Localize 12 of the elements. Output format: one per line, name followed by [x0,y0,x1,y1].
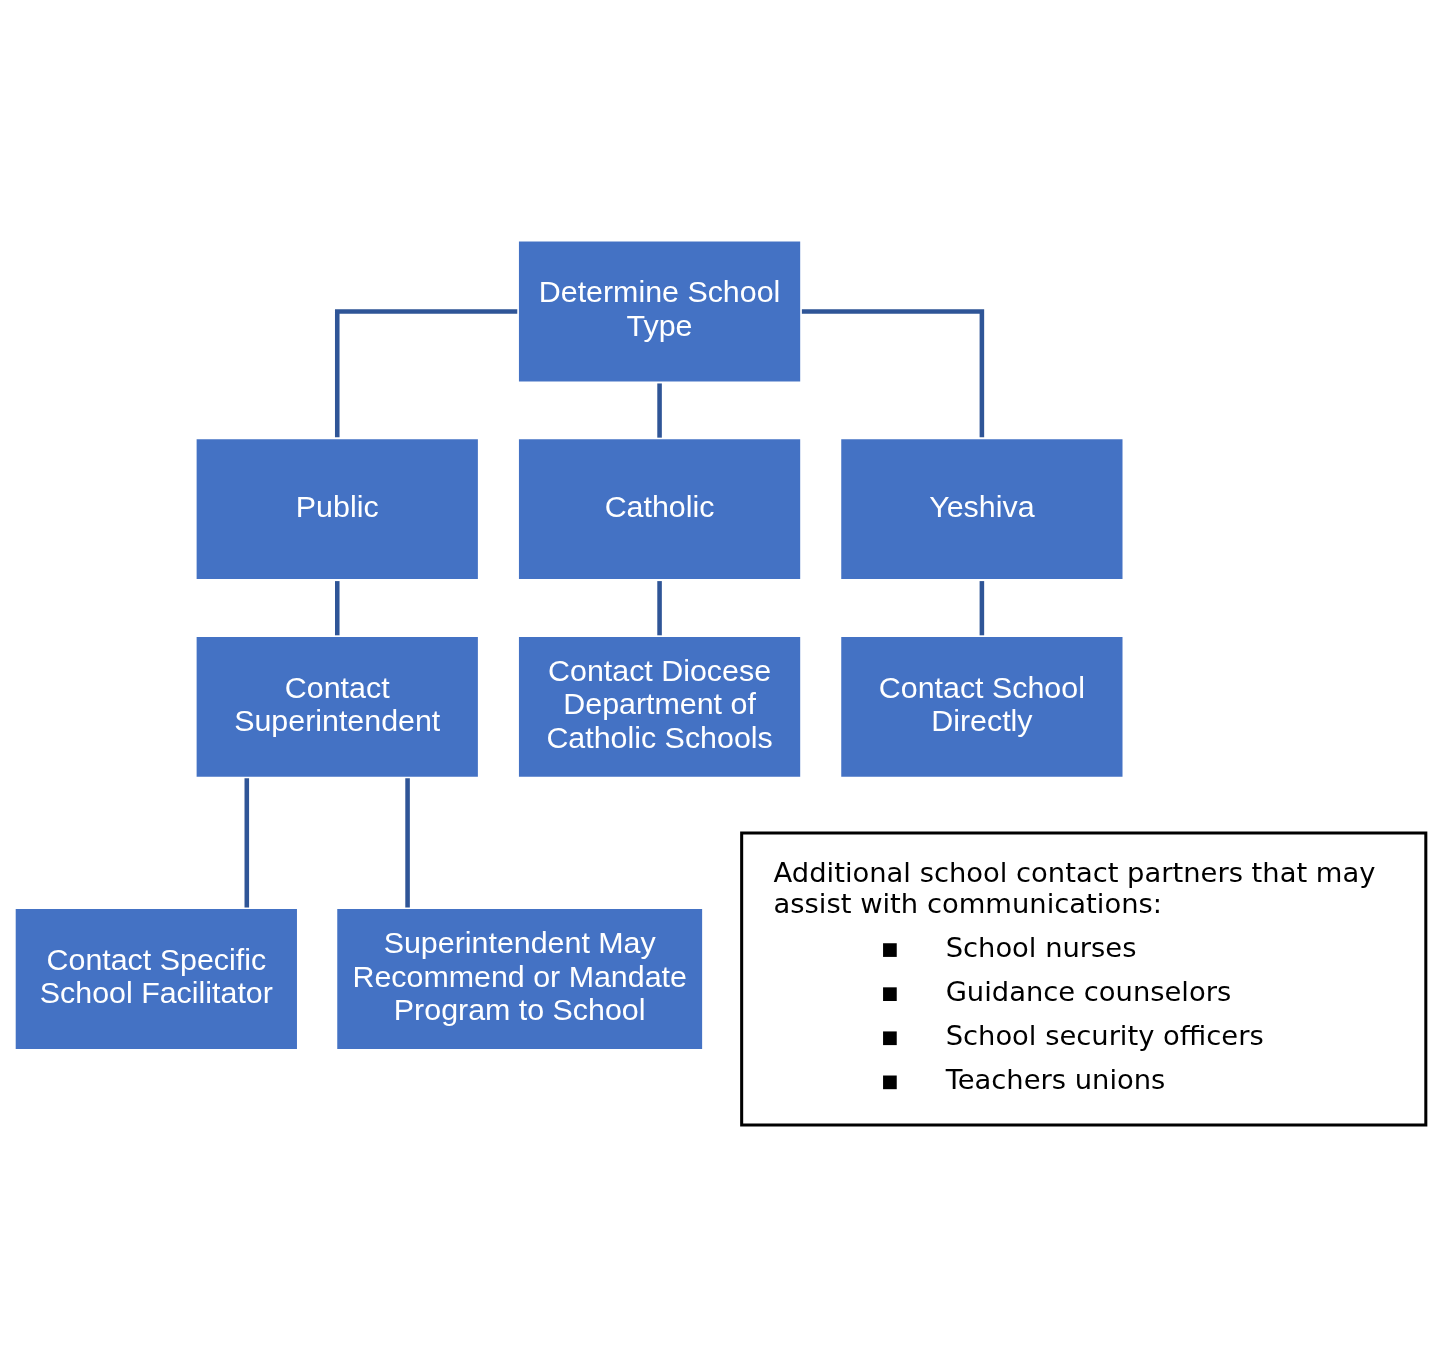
connector [657,383,662,438]
connector [334,309,518,438]
connector [405,778,410,908]
connector [244,778,250,908]
node-box: Contact Specific School Facilitator [12,906,300,1052]
connector [801,309,985,438]
connector [979,581,985,636]
node-box: Determine School Type [515,238,804,385]
connector [334,581,340,636]
connector [657,581,662,636]
node-box: Superintendent May Recommend or Mandate Program to School [334,906,706,1052]
node-box: Additional school contact partners that may assist with communications: School nurses Guidance counselors School security officers Teachers unions [740,831,1428,1127]
